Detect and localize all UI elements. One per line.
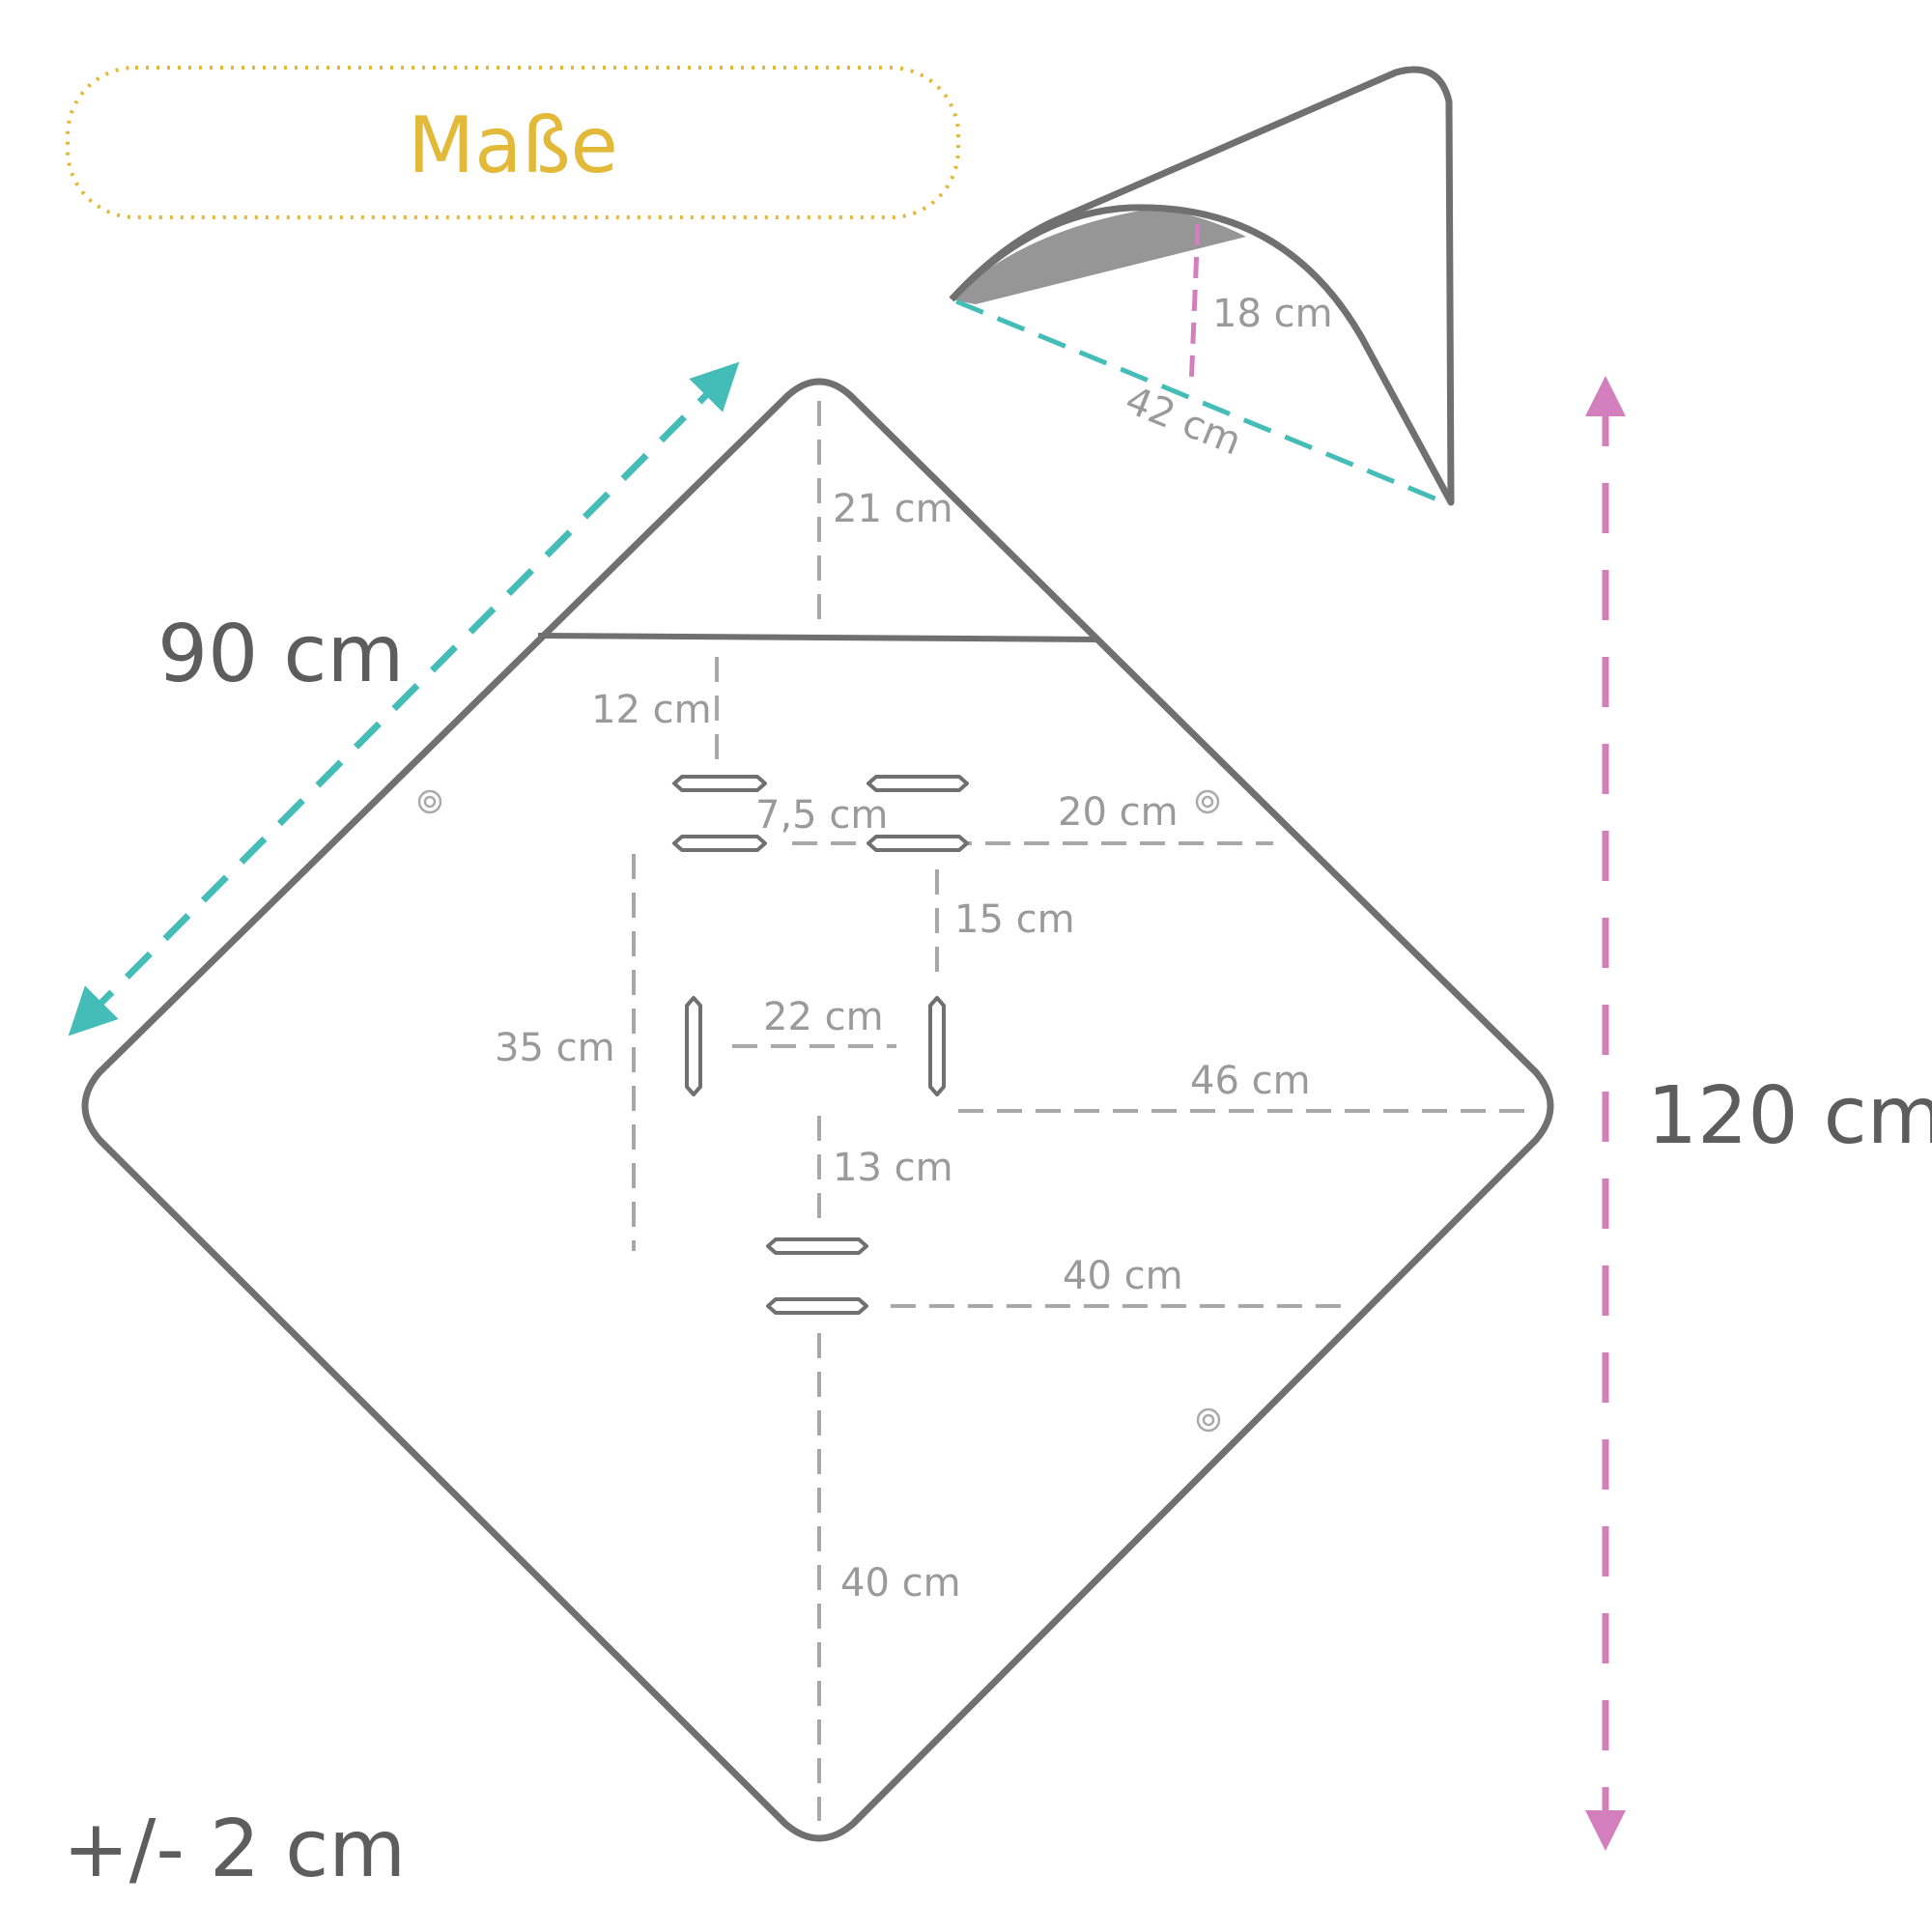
snap-button-left bbox=[417, 789, 442, 814]
slot-side-left bbox=[685, 996, 702, 1096]
slot-gap-label: 7,5 cm bbox=[755, 793, 888, 838]
width-arrow bbox=[68, 361, 740, 1037]
lower-edge-label: 40 cm bbox=[1063, 1254, 1183, 1298]
hood-sketch bbox=[949, 66, 1455, 506]
side-edge-label: 46 cm bbox=[1190, 1059, 1311, 1103]
top-to-slot-label: 12 cm bbox=[591, 688, 712, 732]
bottom-to-slot-label: 40 cm bbox=[840, 1561, 961, 1605]
upper-edge-label: 20 cm bbox=[1058, 790, 1179, 835]
blanket-outline bbox=[81, 378, 1554, 1842]
hood-outline bbox=[949, 66, 1455, 506]
slot-upper-right-2 bbox=[867, 835, 969, 852]
hood-seam bbox=[537, 633, 1099, 642]
hood-opening-label: 42 cm bbox=[1120, 378, 1248, 464]
slot-upper-left-1 bbox=[672, 775, 767, 792]
hood-opening-line bbox=[955, 298, 1445, 505]
slots bbox=[672, 775, 969, 1315]
lower-gap-label: 13 cm bbox=[833, 1146, 953, 1190]
height-label: 120 cm bbox=[1647, 1070, 1932, 1162]
tolerance-label: +/- 2 cm bbox=[63, 1804, 406, 1895]
hood-inner-fill bbox=[952, 210, 1246, 304]
snap-buttons bbox=[417, 789, 1221, 1433]
dimension-lines bbox=[632, 401, 1531, 1821]
slot-lower-2 bbox=[766, 1297, 868, 1315]
hood-depth-line bbox=[1188, 223, 1201, 389]
page-title: Maße bbox=[408, 100, 618, 190]
snap-button-bottom bbox=[1196, 1407, 1221, 1433]
side-gap-label: 22 cm bbox=[763, 995, 884, 1039]
hood-height-label: 21 cm bbox=[833, 487, 953, 531]
side-span-label: 35 cm bbox=[495, 1026, 615, 1070]
slot-side-right bbox=[928, 996, 946, 1096]
slot-lower-1 bbox=[766, 1237, 868, 1255]
snap-button-right bbox=[1195, 789, 1220, 814]
slot-upper-right-1 bbox=[867, 775, 969, 792]
slot-upper-left-2 bbox=[672, 835, 767, 852]
hood-depth-label: 18 cm bbox=[1212, 292, 1333, 336]
slot-vertical-label: 15 cm bbox=[954, 897, 1075, 942]
title-frame bbox=[66, 66, 960, 219]
width-label: 90 cm bbox=[157, 609, 404, 700]
